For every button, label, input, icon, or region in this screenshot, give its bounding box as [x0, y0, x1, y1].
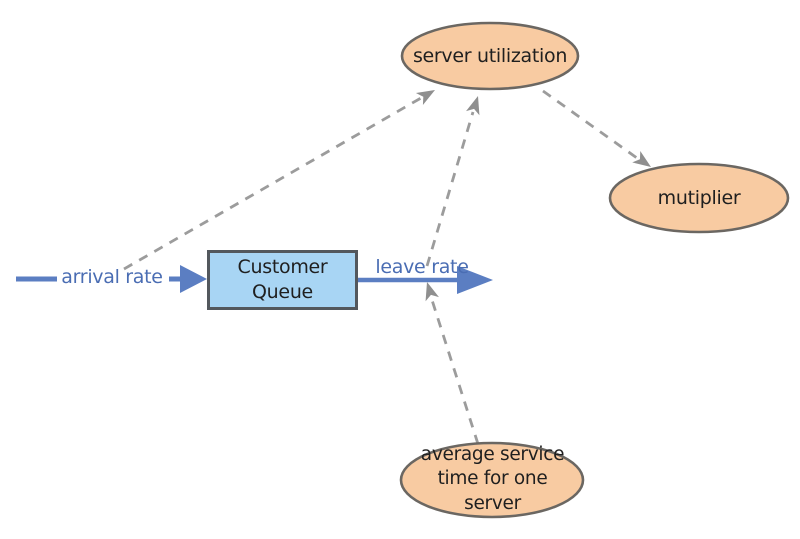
connector-layer [123, 89, 651, 445]
node-customer-queue-shape [207, 250, 358, 310]
arrival-rate-label: arrival rate [61, 266, 163, 288]
node-server-utilization-shape [400, 21, 580, 91]
connector-leave-rate-to-server-utilization [425, 111, 475, 267]
leave-rate-label: leave rate [375, 256, 469, 278]
arrowhead-icon [415, 90, 435, 106]
arrival-flow-arrowhead-icon [180, 265, 207, 293]
connector-arrival-rate-to-server-utilization [123, 96, 422, 271]
arrowhead-icon [466, 96, 480, 116]
connector-server-utilization-to-multiplier [542, 89, 638, 160]
node-server-utilization-label: server utilization [412, 45, 568, 67]
node-layer [207, 21, 790, 519]
connector-average-service-time-to-leave-rate [430, 299, 480, 445]
leave-flow-arrowhead-icon [457, 266, 493, 294]
node-multiplier-label: mutiplier [657, 187, 741, 209]
node-average-service-time-shape [399, 441, 585, 519]
flow-layer [16, 265, 493, 294]
node-customer-queue-label: Customer Queue [237, 256, 328, 304]
arrowhead-icon [425, 282, 439, 302]
arrowhead-icon [632, 150, 651, 167]
node-multiplier-shape [608, 162, 790, 234]
node-average-service-time-label: average service time for one server [420, 444, 565, 514]
